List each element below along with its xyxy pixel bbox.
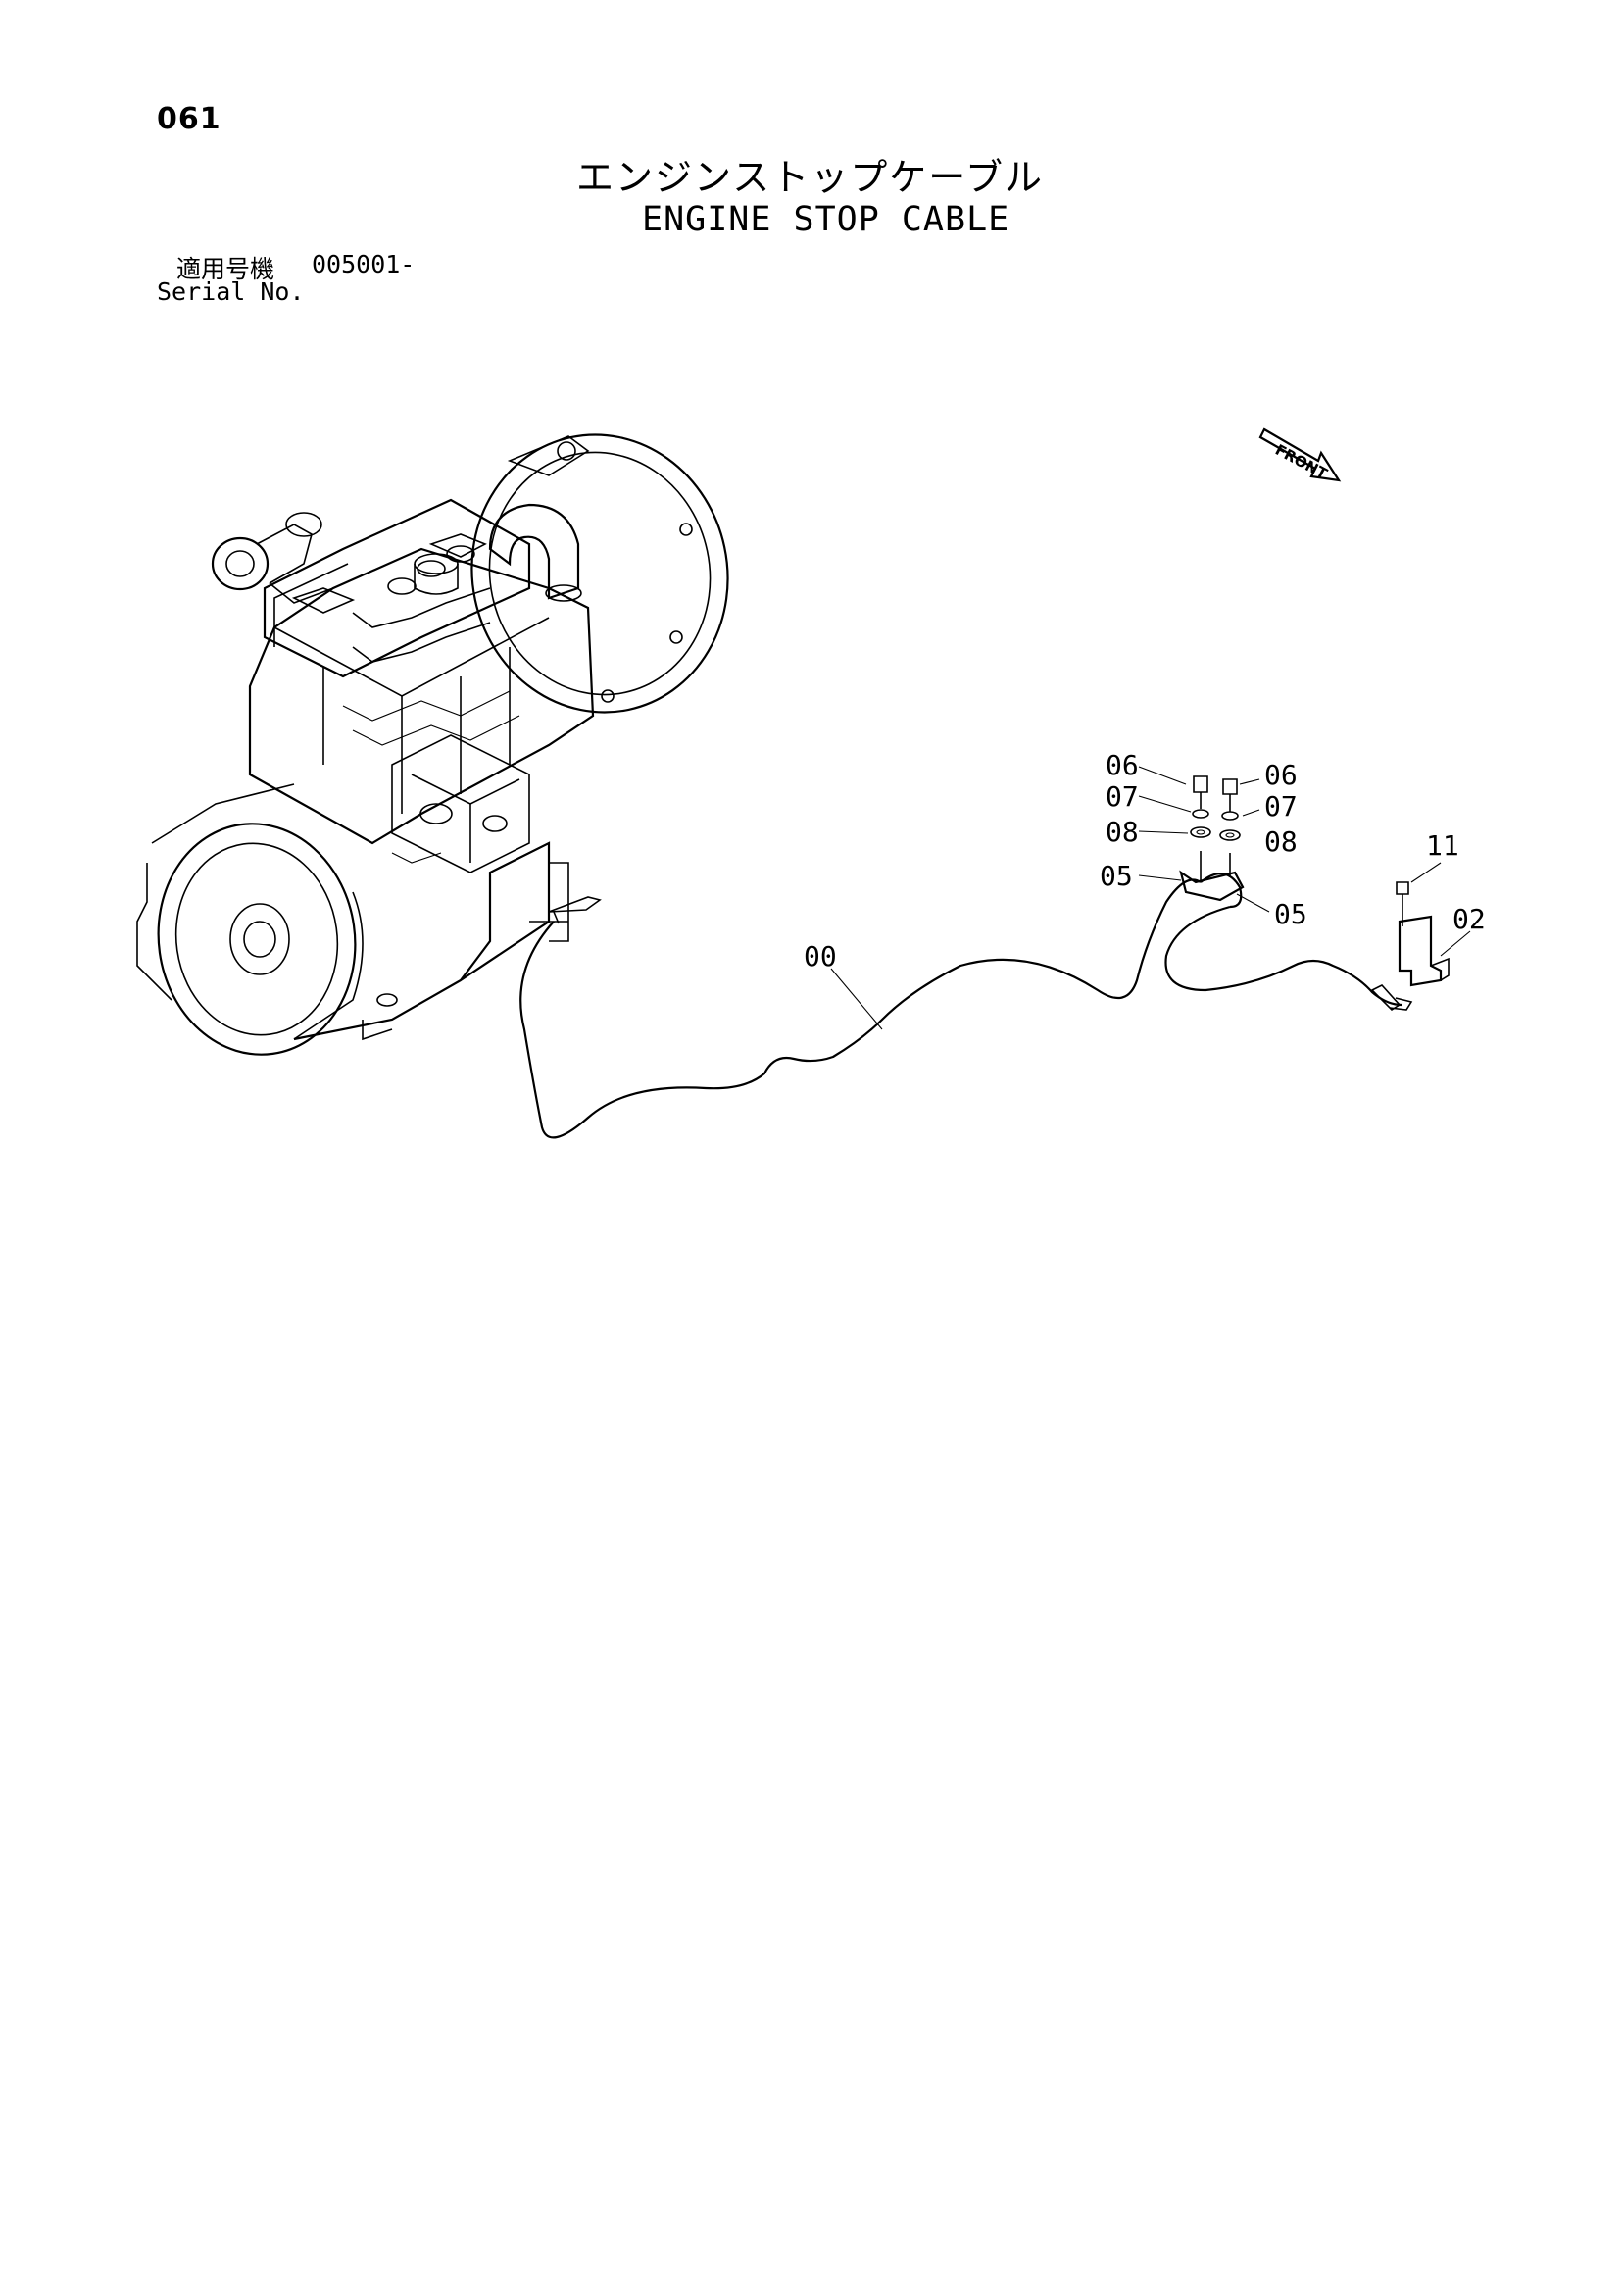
cable-clamp-hardware — [1138, 766, 1270, 913]
front-direction-marker: FRONT — [1258, 427, 1342, 483]
callout-bracket-lever: 02 — [1452, 903, 1486, 935]
page-title-japanese: エンジンストップケーブル — [576, 156, 1044, 199]
callout-clamp-right: 05 — [1274, 898, 1307, 930]
callout-bolt-bracket: 11 — [1426, 829, 1459, 862]
serial-label-japanese: 適用号機 — [176, 255, 275, 283]
page-title-english: ENGINE STOP CABLE — [642, 200, 1010, 239]
callout-bolt-left: 06 — [1106, 749, 1139, 781]
callout-lock-washer-right: 07 — [1264, 790, 1298, 823]
engine-stop-cable — [519, 873, 1413, 1139]
page-number: 061 — [157, 102, 221, 136]
engine-assembly-illustration — [136, 433, 729, 1056]
serial-number-value: 005001- — [312, 250, 416, 278]
callout-bolt-right: 06 — [1264, 759, 1298, 791]
front-direction-label: FRONT — [1272, 441, 1331, 483]
callout-washer-right: 08 — [1264, 825, 1298, 858]
callout-washer-left: 08 — [1106, 816, 1139, 848]
control-lever-bracket — [1396, 862, 1471, 987]
callout-lock-washer-left: 07 — [1106, 780, 1139, 813]
callout-cable: 00 — [804, 940, 837, 973]
serial-label-english: Serial No. — [157, 277, 305, 306]
callout-clamp-left: 05 — [1100, 860, 1133, 892]
